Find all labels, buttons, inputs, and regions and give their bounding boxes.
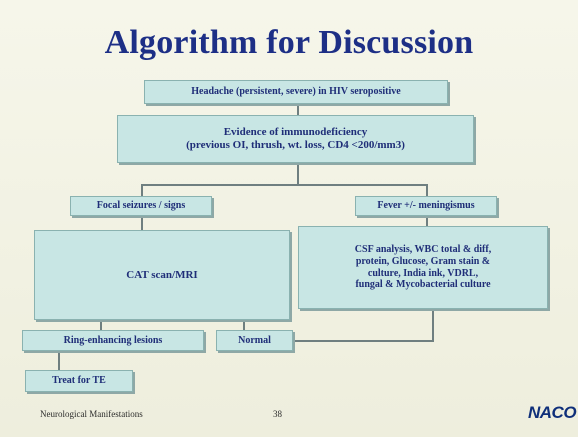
node-ct-mri-label: CAT scan/MRI — [126, 268, 198, 281]
connector-branch-horizontal — [141, 184, 428, 186]
node-normal-label: Normal — [238, 334, 271, 346]
node-fever: Fever +/- meningismus — [355, 196, 497, 216]
node-fever-label: Fever +/- meningismus — [377, 200, 475, 212]
naco-logo-text: NACO — [528, 403, 577, 422]
node-evidence-label-1: Evidence of immunodeficiency — [223, 126, 368, 139]
page-number: 38 — [273, 409, 282, 419]
connector-headache-evidence — [297, 104, 299, 115]
connector-to-focal — [141, 184, 143, 196]
node-headache-label: Headache (persistent, severe) in HIV ser… — [191, 86, 401, 98]
node-headache: Headache (persistent, severe) in HIV ser… — [144, 80, 448, 104]
node-csf-label-2: protein, Glucose, Gram stain & — [355, 255, 491, 267]
node-focal-seizures-label: Focal seizures / signs — [96, 200, 186, 212]
node-csf-analysis: CSF analysis, WBC total & diff, protein,… — [298, 226, 548, 309]
connector-evidence-branch-vertical — [297, 163, 299, 185]
connector-ring-treat — [58, 351, 60, 370]
connector-ct-normal — [243, 320, 245, 330]
node-evidence-label-2: (previous OI, thrush, wt. loss, CD4 <200… — [186, 139, 405, 151]
node-ring-enhancing-label: Ring-enhancing lesions — [63, 334, 163, 346]
node-csf-label-3: culture, India ink, VDRL, — [367, 267, 479, 279]
node-ring-enhancing: Ring-enhancing lesions — [22, 330, 204, 351]
node-treat-te: Treat for TE — [25, 370, 133, 392]
connector-fever-csf — [426, 216, 428, 226]
connector-normal-csf-horizontal — [293, 340, 434, 342]
node-focal-seizures: Focal seizures / signs — [70, 196, 212, 216]
connector-to-fever — [426, 184, 428, 196]
connector-normal-csf-vertical — [432, 309, 434, 342]
node-normal: Normal — [216, 330, 293, 351]
connector-ct-ring — [100, 320, 102, 330]
node-csf-label-1: CSF analysis, WBC total & diff, — [354, 243, 492, 255]
connector-focal-ct — [141, 216, 143, 230]
node-ct-mri: CAT scan/MRI — [34, 230, 290, 320]
node-evidence: Evidence of immunodeficiency (previous O… — [117, 115, 474, 163]
node-csf-label-4: fungal & Mycobacterial culture — [355, 279, 491, 291]
naco-logo: NACO — [528, 403, 577, 423]
slide-title: Algorithm for Discussion — [104, 24, 474, 61]
node-treat-te-label: Treat for TE — [52, 375, 106, 387]
footer-caption: Neurological Manifestations — [40, 409, 143, 419]
